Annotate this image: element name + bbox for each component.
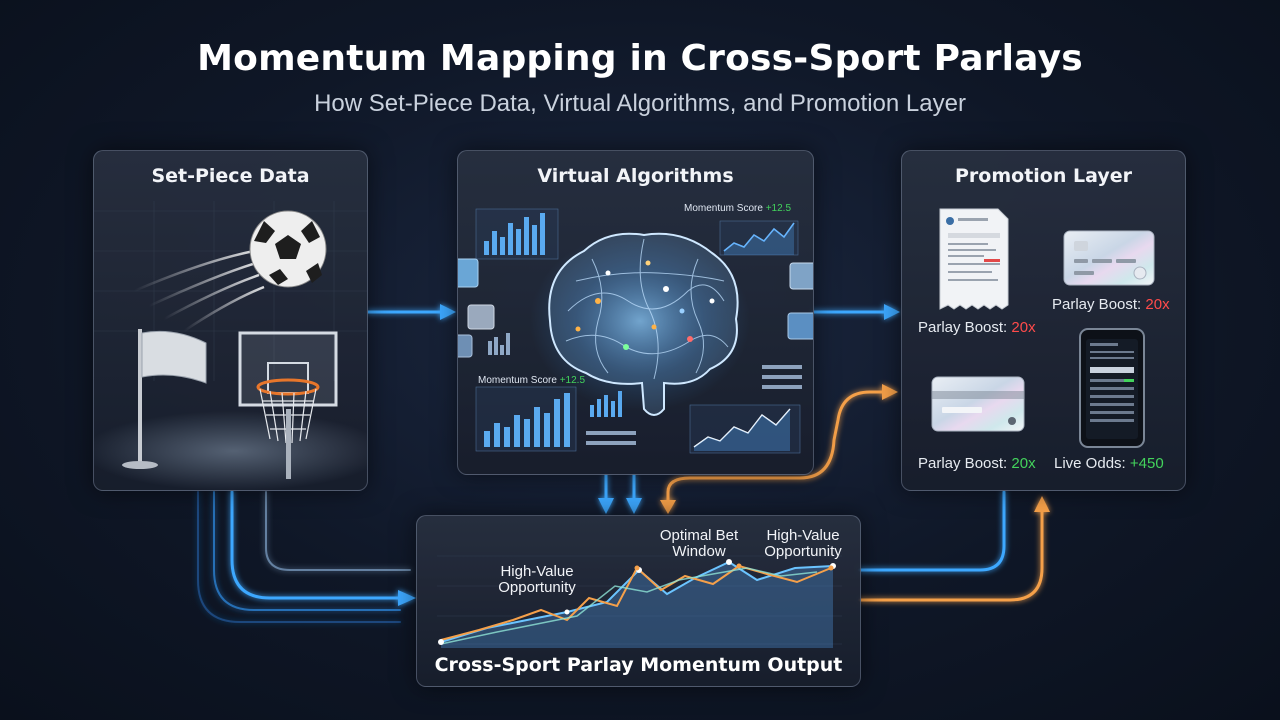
promo-item-2-value: 20x <box>1145 296 1170 313</box>
output-area <box>441 562 833 648</box>
promo-item-1: Parlay Boost: 20x <box>918 319 1036 336</box>
promo-item-4-value: +450 <box>1129 455 1164 472</box>
corner-flag-icon <box>122 329 207 469</box>
annotation-high-value-right: High-Value Opportunity <box>764 527 842 560</box>
basketball-hoop-icon <box>238 331 338 479</box>
set-piece-panel: Set-Piece Data <box>93 150 368 491</box>
credit-card-icon <box>1063 230 1155 286</box>
data-readouts <box>586 365 802 445</box>
flow-setpiece-to-output <box>230 490 404 600</box>
virtual-algorithms-panel: Virtual Algorithms Momentum Score +12.5 … <box>457 150 814 475</box>
motion-streaks <box>133 249 265 333</box>
promo-item-1-value: 20x <box>1011 319 1036 336</box>
data-cube-icons <box>458 258 813 358</box>
output-line-teal <box>440 567 818 645</box>
mini-chart-bottom-right <box>689 404 801 454</box>
promo-item-4: Live Odds: +450 <box>1054 455 1164 472</box>
receipt-icon <box>939 208 1009 310</box>
momentum-score-top-value: +12.5 <box>765 203 792 214</box>
smartphone-icon <box>1079 328 1145 448</box>
momentum-output-panel: High-Value Opportunity Optimal Bet Windo… <box>416 515 861 687</box>
momentum-output-title: Cross-Sport Parlay Momentum Output <box>434 654 843 676</box>
page-subtitle: How Set-Piece Data, Virtual Algorithms, … <box>314 90 966 117</box>
promotion-layer-title: Promotion Layer <box>955 165 1132 187</box>
momentum-score-bottom: Momentum Score +12.5 <box>478 375 586 386</box>
mini-chart-bottom-left <box>475 386 577 452</box>
promotion-scene <box>931 208 1155 448</box>
set-piece-scene <box>94 201 367 490</box>
promo-item-2: Parlay Boost: 20x <box>1052 296 1170 313</box>
flow-output-to-promo-orange <box>858 508 1044 602</box>
brain-network-icon <box>530 231 750 416</box>
promotion-layer-panel: Promotion Layer Parlay Boost: 20x Parlay… <box>901 150 1186 491</box>
mini-chart-top-left <box>475 208 559 260</box>
flow-output-to-promo-blue <box>858 490 1006 572</box>
momentum-output-chart <box>437 555 842 648</box>
momentum-score-bottom-value: +12.5 <box>559 375 586 386</box>
page-title: Momentum Mapping in Cross-Sport Parlays <box>197 38 1083 79</box>
credit-card-icon <box>931 376 1025 432</box>
annotation-high-value-left: High-Value Opportunity <box>498 563 576 596</box>
flow-output-to-promo-upper <box>666 390 886 504</box>
set-piece-title: Set-Piece Data <box>151 165 310 187</box>
virtual-algorithms-title: Virtual Algorithms <box>537 165 734 187</box>
promo-item-3-value: 20x <box>1011 455 1036 472</box>
soccer-ball-icon <box>249 210 327 288</box>
promo-item-3: Parlay Boost: 20x <box>918 455 1036 472</box>
virtual-scene <box>458 208 813 454</box>
mini-chart-top-right <box>719 220 799 256</box>
momentum-score-top: Momentum Score +12.5 <box>684 203 792 214</box>
annotation-optimal-window: Optimal Bet Window <box>659 527 739 560</box>
